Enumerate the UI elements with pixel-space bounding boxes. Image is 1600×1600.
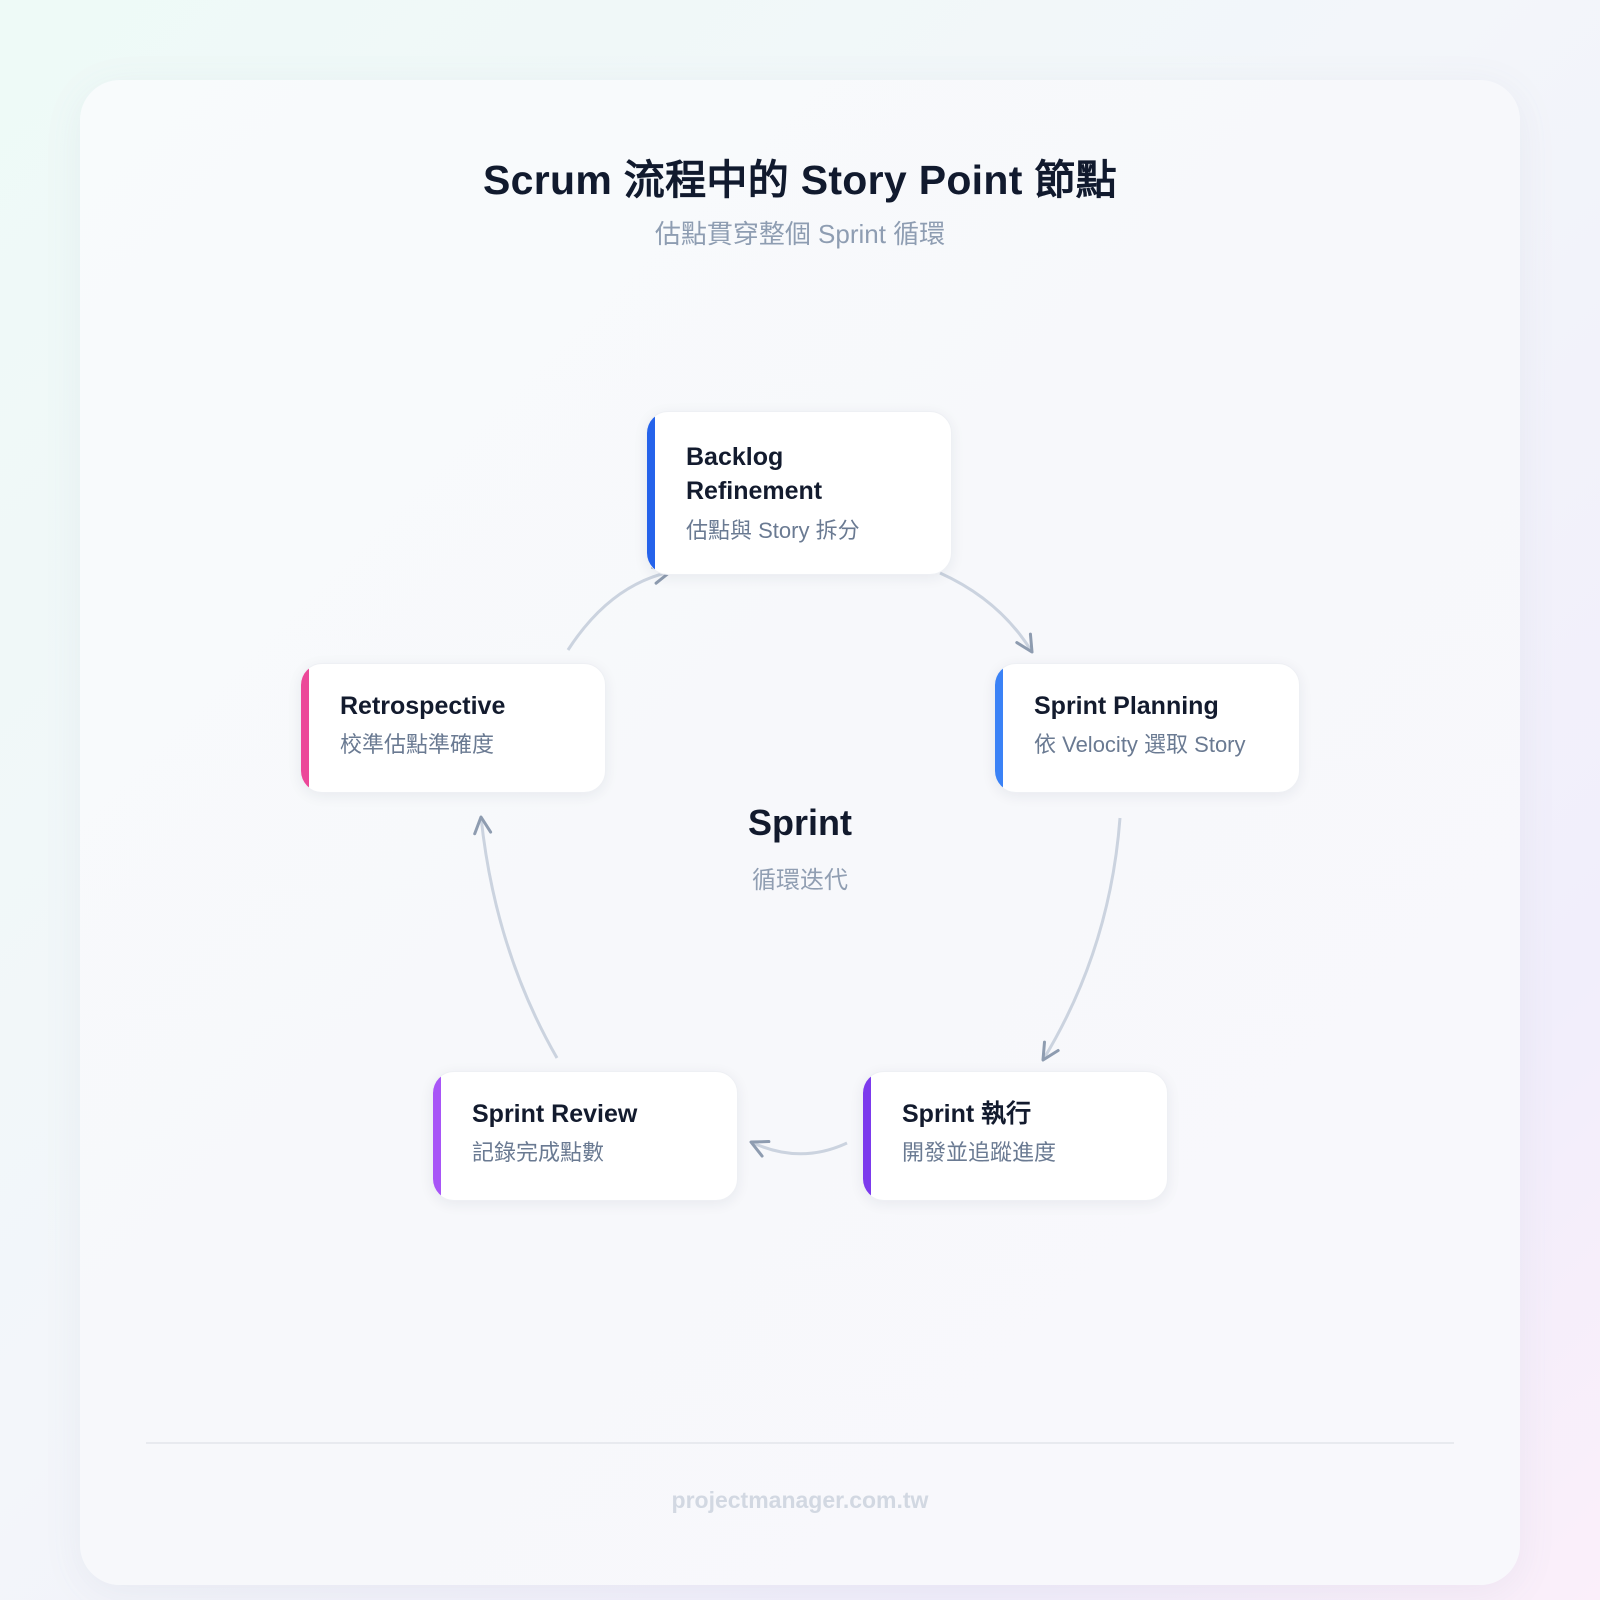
page-subtitle: 估點貫穿整個 Sprint 循環 (654, 219, 946, 249)
center-label: Sprint (748, 802, 852, 843)
node-sprint-planning: Sprint Planning 依 Velocity 選取 Story (994, 663, 1300, 793)
node-title: Sprint Planning (1034, 692, 1219, 720)
arrow-retro-to-backlog (566, 566, 672, 651)
accent-bar (995, 664, 1003, 792)
node-title: Sprint Review (472, 1100, 638, 1128)
node-title-line2: Refinement (686, 477, 823, 505)
node-sprint-execution: Sprint 執行 開發並追蹤進度 (862, 1071, 1168, 1201)
arrow-planning-to-execution (1041, 817, 1122, 1062)
center-sublabel: 循環迭代 (752, 867, 848, 894)
node-description: 開發並追蹤進度 (902, 1140, 1057, 1165)
page-title: Scrum 流程中的 Story Point 節點 (483, 157, 1117, 203)
accent-bar (301, 664, 309, 792)
footer-divider (146, 1442, 1454, 1444)
footer-site: projectmanager.com.tw (671, 1487, 929, 1513)
node-description: 估點與 Story 拆分 (686, 518, 860, 543)
node-description: 記錄完成點數 (472, 1140, 605, 1165)
node-title: Backlog (686, 443, 784, 471)
arrow-review-to-retro (473, 815, 559, 1059)
node-sprint-review: Sprint Review 記錄完成點數 (432, 1071, 738, 1201)
arrow-execution-to-review (749, 1140, 848, 1158)
accent-bar (863, 1072, 871, 1200)
node-description: 依 Velocity 選取 Story (1034, 732, 1246, 757)
node-description: 校準估點準確度 (340, 732, 495, 757)
node-title: Retrospective (340, 692, 506, 720)
arrow-backlog-to-planning (939, 571, 1034, 654)
node-retrospective: Retrospective 校準估點準確度 (300, 663, 606, 793)
diagram-card (80, 80, 1520, 1585)
node-title: Sprint 執行 (902, 1100, 1032, 1128)
node-backlog-refinement: Backlog Refinement 估點與 Story 拆分 (646, 411, 952, 575)
accent-bar (433, 1072, 441, 1200)
accent-bar (647, 412, 655, 574)
